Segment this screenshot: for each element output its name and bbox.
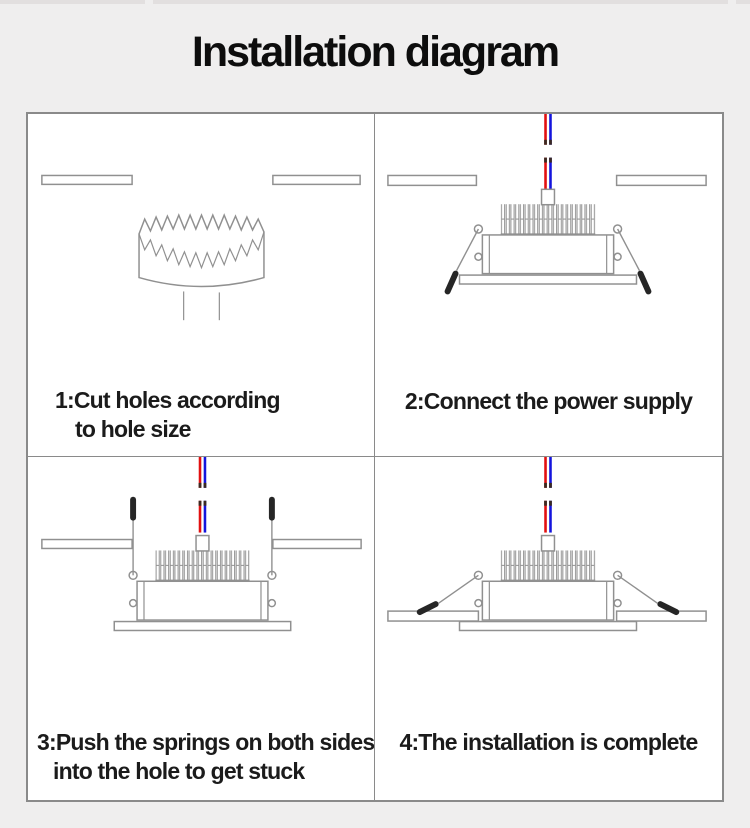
panel-step-1: 1:Cut holes according to hole size — [28, 114, 375, 457]
spring-left — [416, 574, 479, 616]
ceiling-bar-left — [41, 538, 133, 550]
panel-step-2: 2:Connect the power supply — [375, 114, 722, 457]
ceiling-bar-right — [615, 174, 707, 187]
power-wires — [544, 114, 552, 191]
hole-saw-drawing — [41, 174, 361, 321]
ceiling-bar-right — [272, 174, 361, 186]
spring-right — [617, 574, 680, 616]
panel-step-3: 3:Push the springs on both sides into th… — [28, 457, 375, 800]
diagram-grid: 1:Cut holes according to hole size 2:Con… — [26, 112, 724, 802]
ceiling-bar-left — [41, 174, 133, 186]
downlight — [113, 534, 292, 632]
ceiling-bar-left — [387, 174, 478, 187]
ceiling-bar-right — [272, 538, 362, 550]
caption-step-1: 1:Cut holes according to hole size — [55, 387, 281, 442]
downlight — [458, 534, 638, 632]
power-wires — [198, 457, 207, 534]
downlight — [458, 188, 638, 285]
push-springs-drawing — [41, 457, 362, 632]
spring-right — [616, 228, 652, 295]
installed-drawing — [387, 457, 707, 632]
page-top-edge-strip — [0, 0, 750, 4]
ceiling-bar-left — [387, 610, 480, 622]
hole-saw — [138, 213, 265, 321]
connect-power-drawing — [387, 114, 707, 295]
caption-step-2: 2:Connect the power supply — [404, 388, 693, 414]
caption-step-4: 4:The installation is complete — [399, 729, 698, 755]
ceiling-bar-right — [615, 610, 707, 622]
panel-step-4: 4:The installation is complete — [375, 457, 722, 800]
caption-step-3: 3:Push the springs on both sides into th… — [37, 729, 375, 784]
power-wires — [544, 457, 552, 534]
spring-left — [444, 228, 480, 295]
page-title: Installation diagram — [191, 28, 560, 76]
